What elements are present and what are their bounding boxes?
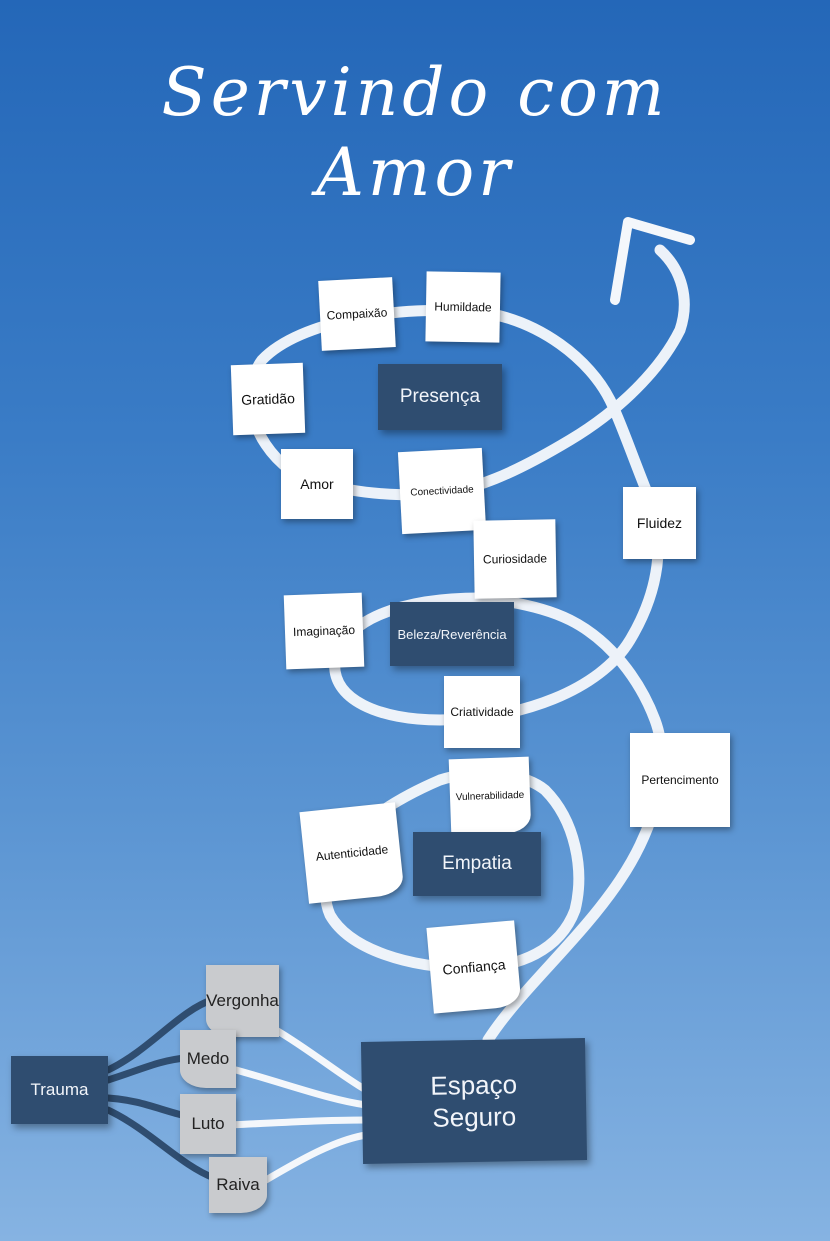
note-confianca: Confiança — [426, 920, 521, 1013]
note-autenticidade: Autenticidade — [299, 802, 404, 904]
note-amor: Amor — [281, 449, 353, 519]
core-empatia: Empatia — [413, 832, 541, 896]
note-criatividade: Criatividade — [444, 676, 520, 748]
emotion-raiva: Raiva — [209, 1157, 267, 1213]
node-trauma: Trauma — [11, 1056, 108, 1124]
core-presenca: Presença — [378, 364, 502, 430]
note-vulnerabilidade: Vulnerabilidade — [449, 757, 532, 836]
title-line-2: Amor — [0, 140, 830, 206]
emotion-luto: Luto — [180, 1094, 236, 1154]
note-pertencimento: Pertencimento — [630, 733, 730, 827]
note-humildade: Humildade — [425, 271, 500, 342]
title-line-1: Servindo com — [0, 60, 830, 126]
note-compaixao: Compaixão — [318, 277, 396, 351]
note-gratidao: Gratidão — [231, 363, 305, 435]
core-beleza-reverencia: Beleza/Reverência — [390, 602, 514, 666]
emotion-vergonha: Vergonha — [206, 965, 279, 1037]
note-curiosidade: Curiosidade — [473, 519, 556, 598]
emotion-medo: Medo — [180, 1030, 236, 1088]
note-fluidez: Fluidez — [623, 487, 696, 559]
node-espaco-seguro: Espaço Seguro — [361, 1038, 587, 1164]
espaco-seguro-line-1: Espaço — [430, 1068, 517, 1102]
espaco-seguro-line-2: Seguro — [432, 1100, 516, 1134]
note-imaginacao: Imaginação — [284, 593, 365, 670]
